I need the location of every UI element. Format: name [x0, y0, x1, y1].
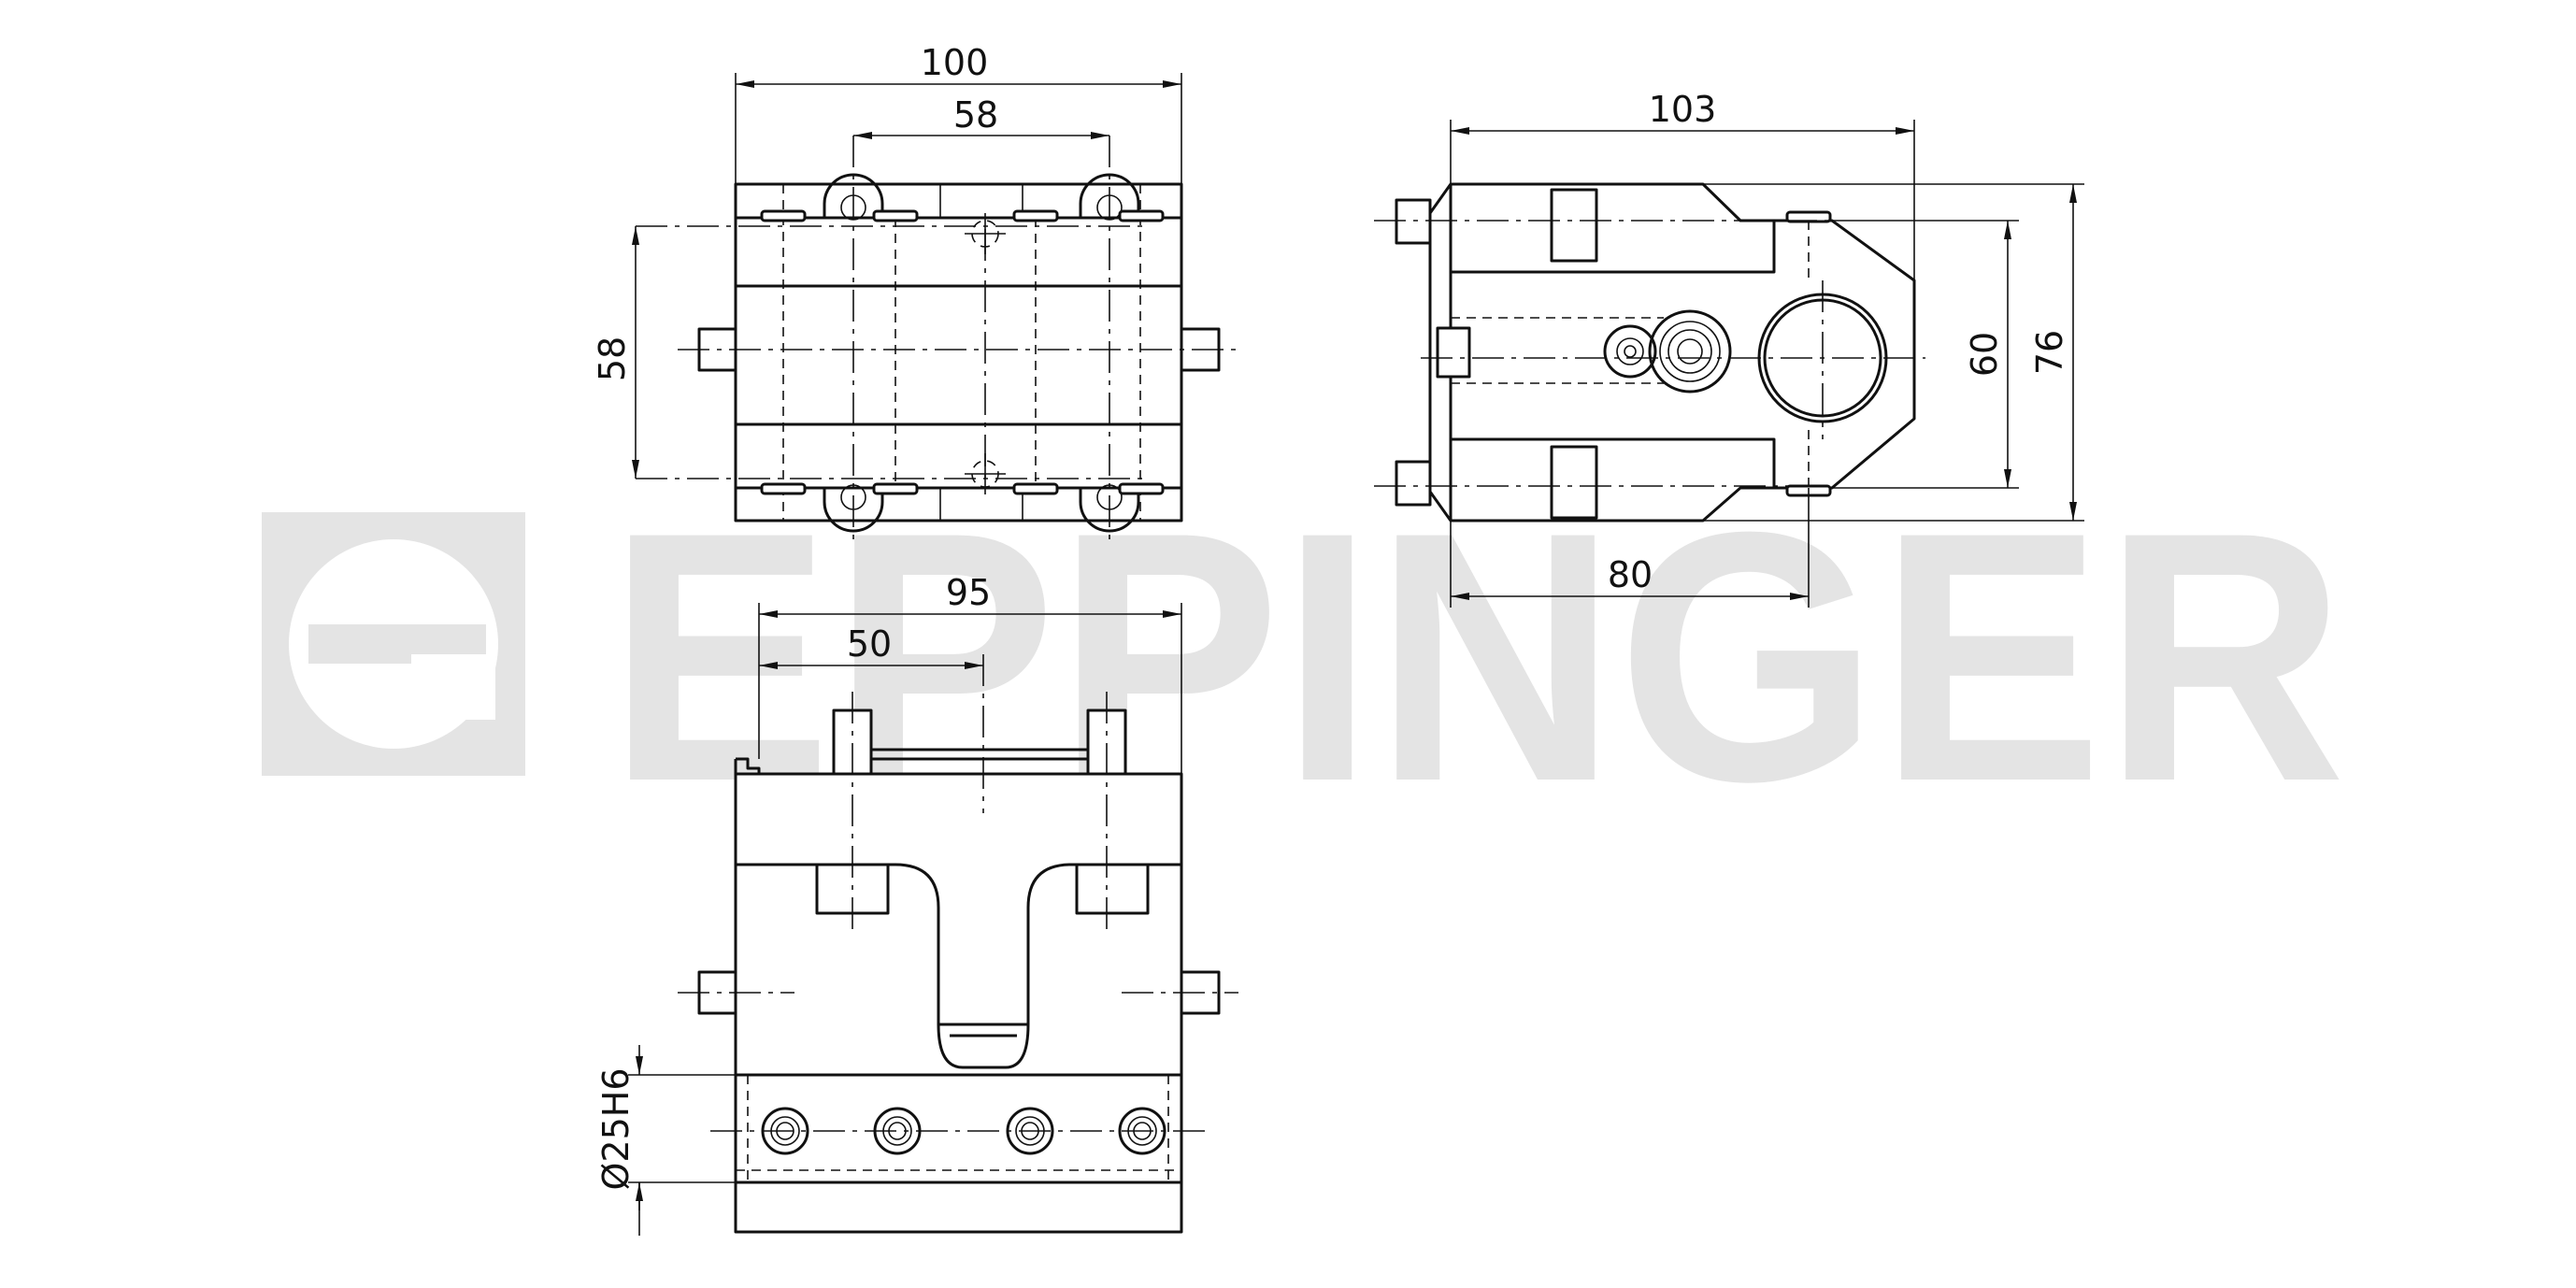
side-view-small-bores	[1603, 309, 1732, 394]
front-view-body	[734, 772, 1183, 1234]
eppinger-logo-icon	[262, 512, 525, 776]
front-view-block-right	[1075, 863, 1150, 915]
front-view: 95 50 Ø25H6	[595, 572, 1238, 1236]
side-view-inner-height-dimension: 60	[1964, 332, 2005, 377]
watermark: EPPINGER	[262, 458, 2346, 855]
top-view-bolt-spacing-dimension: 58	[953, 94, 998, 136]
front-view-bore-dimension: Ø25H6	[595, 1067, 637, 1190]
side-view-pin-top	[1395, 198, 1432, 245]
side-view-pin-bottom	[1395, 460, 1432, 507]
side-view-base-dimension: 80	[1608, 554, 1653, 595]
side-view-block-bottom	[1550, 445, 1598, 520]
front-view-width-dimension: 95	[946, 572, 991, 613]
top-view-height-dimension: 58	[592, 336, 633, 381]
side-view-total-height-dimension: 76	[2029, 330, 2070, 375]
top-view: 100 58 58	[592, 42, 1238, 542]
front-view-center-dimension: 50	[847, 623, 892, 665]
top-view-screws	[760, 209, 1165, 495]
side-view-body	[1428, 182, 1916, 522]
top-view-width-dimension: 100	[921, 42, 989, 83]
side-view-block-top	[1550, 188, 1598, 263]
side-view-length-dimension: 103	[1649, 89, 1717, 130]
side-view: 103 80 60 76	[1374, 89, 2084, 608]
side-view-tab	[1436, 326, 1471, 379]
top-view-body	[734, 182, 1183, 522]
